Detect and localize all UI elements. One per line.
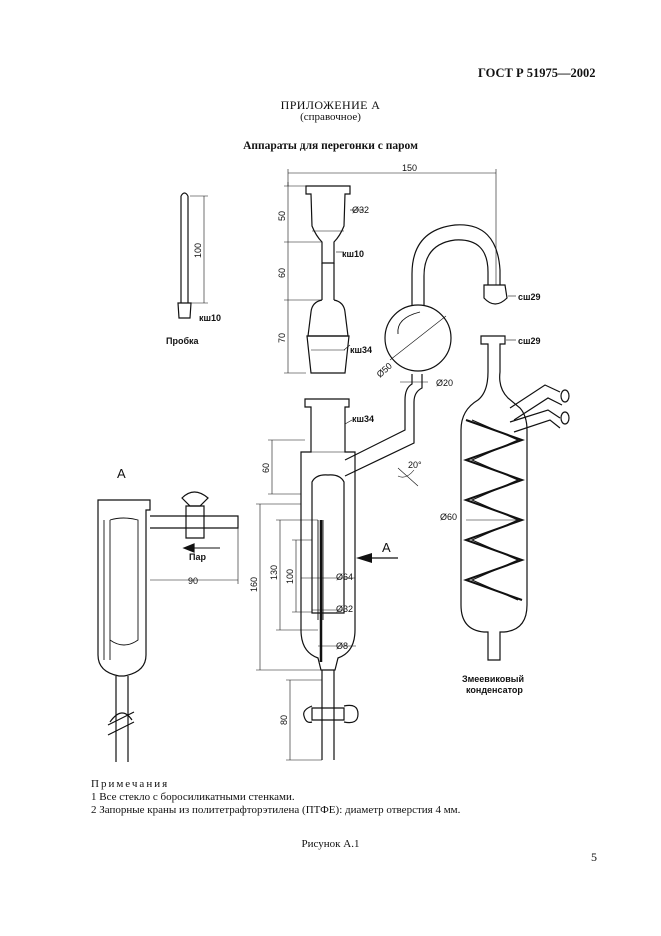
dim-160: 160 [249,577,259,592]
label-ssh29-bottom: сш29 [518,336,541,346]
label-ksh34-vessel: кш34 [352,414,374,424]
document-number: ГОСТ Р 51975—2002 [478,66,596,80]
label-probka: Пробка [166,336,200,346]
label-d50: Ø50 [375,361,394,380]
view-a-label: А [117,466,126,481]
figure-caption: Аппараты для перегонки с паром [243,140,418,152]
dim-60-neck: 60 [261,463,271,473]
dimension-lines [256,169,522,761]
note-item-2: 2 Запорные краны из политетрафторэтилена… [91,804,461,816]
dim-130: 130 [269,565,279,580]
view-a-arrow [356,553,398,563]
label-d64: Ø64 [336,572,353,582]
appendix-subtitle: (справочное) [300,111,361,123]
label-ksh10-adapter: кш10 [342,249,364,259]
label-d60: Ø60 [440,512,457,522]
dim-100-stopper: 100 [193,243,203,258]
side-arm [344,374,423,477]
appendix-title: ПРИЛОЖЕНИЕ А [280,98,381,112]
top-adapter [305,185,351,374]
splash-bulb [384,224,508,372]
coil-condenser [460,335,570,661]
label-ksh10-stopper: кш10 [199,313,221,323]
dim-150: 150 [402,163,417,173]
dim-70: 70 [277,333,287,343]
view-a-arrow-label: А [382,540,391,555]
label-d20: Ø20 [436,378,453,388]
note-item-1: 1 Все стекло с боросиликатными стенками. [91,791,295,803]
dim-50: 50 [277,211,287,221]
label-d8: Ø8 [336,641,348,651]
label-ksh34-adapter: кш34 [350,345,372,355]
stopper-drawing [177,192,208,319]
label-angle: 20° [408,460,422,470]
label-par: Пар [189,552,206,562]
label-d32-top: Ø32 [352,205,369,215]
page-number: 5 [591,850,597,864]
dim-100-tube: 100 [285,569,295,584]
dim-60-top: 60 [277,268,287,278]
notes-heading: Примечания [91,778,170,790]
condenser-label-line2: конденсатор [466,685,523,695]
figure-label: Рисунок А.1 [301,838,360,850]
view-a-drawing [97,491,239,762]
label-ssh29-top: сш29 [518,292,541,302]
label-d32: Ø32 [336,604,353,614]
dim-80: 80 [279,715,289,725]
condenser-label-line1: Змеевиковый [462,674,524,684]
dim-90: 90 [188,576,198,586]
